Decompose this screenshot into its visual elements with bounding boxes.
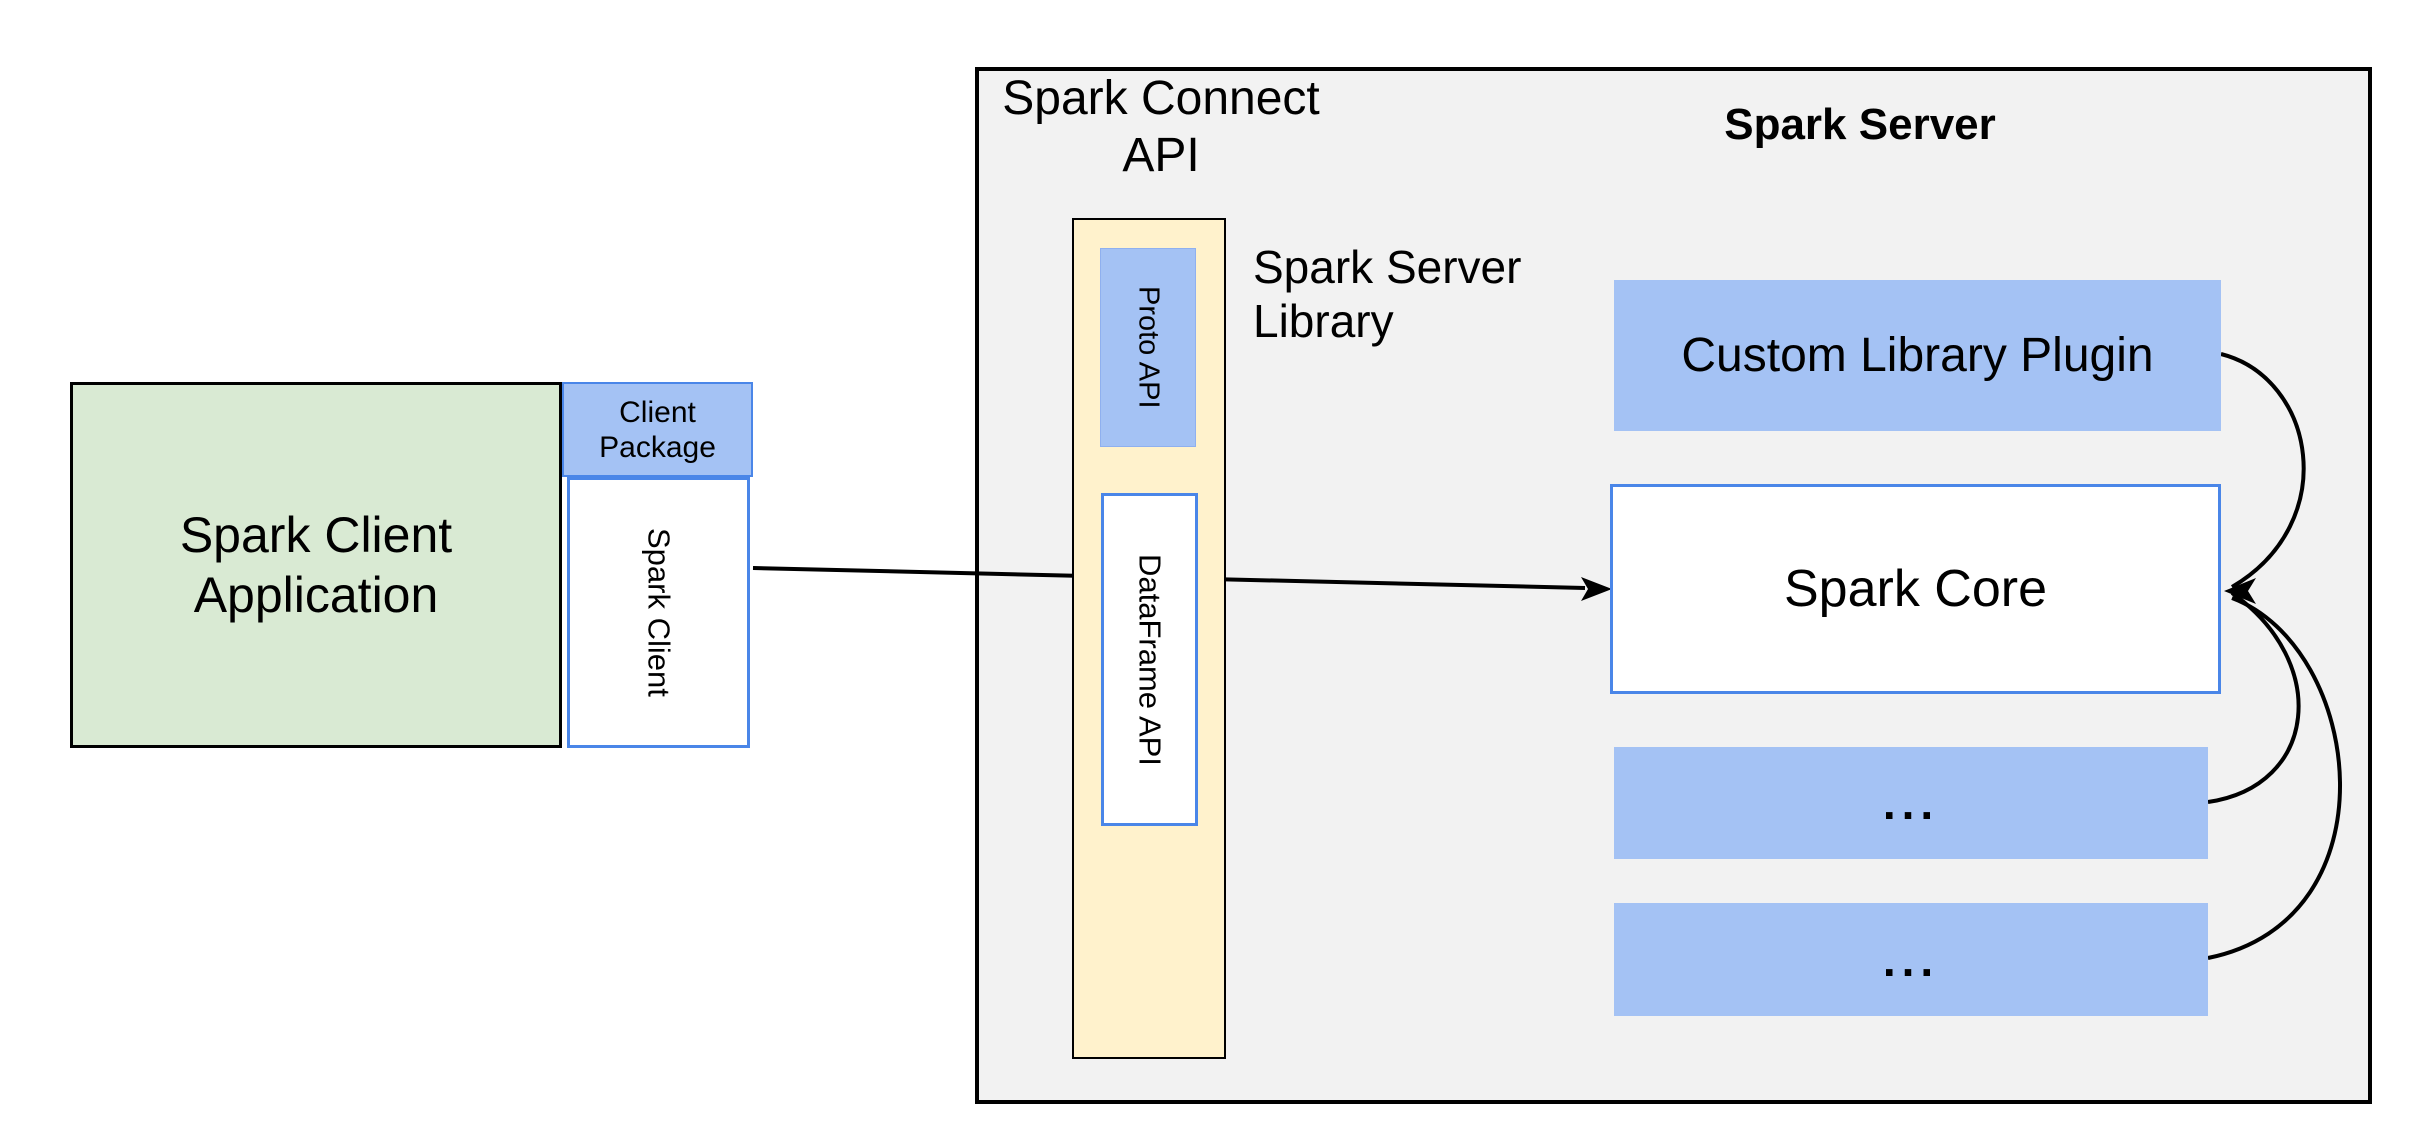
client-package-box: Client Package bbox=[562, 382, 753, 477]
spark-connect-api-title: Spark Connect API bbox=[991, 72, 1331, 182]
proto-api-box: Proto API bbox=[1100, 248, 1196, 447]
client-package-label-line2: Package bbox=[599, 430, 716, 464]
spark-client-application-label-line2: Application bbox=[193, 567, 439, 623]
arrowhead-core-left bbox=[1581, 577, 1612, 601]
spark-client-application-label-line1: Spark Client bbox=[179, 507, 453, 563]
spark-client-application-box: Spark Client Application bbox=[70, 382, 562, 748]
custom-library-plugin-box: Custom Library Plugin bbox=[1614, 280, 2221, 431]
spark-server-title: Spark Server bbox=[1560, 100, 2160, 150]
spark-server-library-label: Spark Server Library bbox=[1253, 240, 1583, 350]
more-libraries-label-1: ... bbox=[1882, 777, 1940, 829]
spark-core-label: Spark Core bbox=[1784, 560, 2047, 618]
more-libraries-box-2: ... bbox=[1614, 903, 2208, 1016]
more-libraries-label-2: ... bbox=[1882, 933, 1940, 986]
spark-client-label: Spark Client bbox=[641, 528, 677, 697]
proto-api-label: Proto API bbox=[1132, 286, 1165, 409]
arrowhead-core-right bbox=[2224, 578, 2256, 604]
client-package-label-line1: Client bbox=[619, 395, 696, 429]
spark-client-box: Spark Client bbox=[567, 477, 750, 748]
spark-server-title-label: Spark Server bbox=[1724, 100, 1996, 149]
spark-server-library-label-line1: Spark Server bbox=[1253, 241, 1522, 293]
dataframe-api-label: DataFrame API bbox=[1132, 553, 1168, 766]
spark-connect-api-title-line2: API bbox=[1122, 129, 1200, 182]
dataframe-api-box: DataFrame API bbox=[1101, 493, 1198, 826]
custom-library-plugin-label: Custom Library Plugin bbox=[1681, 329, 2154, 382]
edge-plugin-to-core bbox=[2220, 352, 2306, 589]
spark-server-library-label-line2: Library bbox=[1253, 295, 1394, 347]
edge-more1-to-core bbox=[2207, 591, 2301, 804]
edge-more2-to-core bbox=[2207, 596, 2342, 960]
more-libraries-box-1: ... bbox=[1614, 747, 2208, 859]
spark-core-box: Spark Core bbox=[1610, 484, 2221, 694]
spark-connect-api-title-line1: Spark Connect bbox=[1002, 72, 1320, 125]
